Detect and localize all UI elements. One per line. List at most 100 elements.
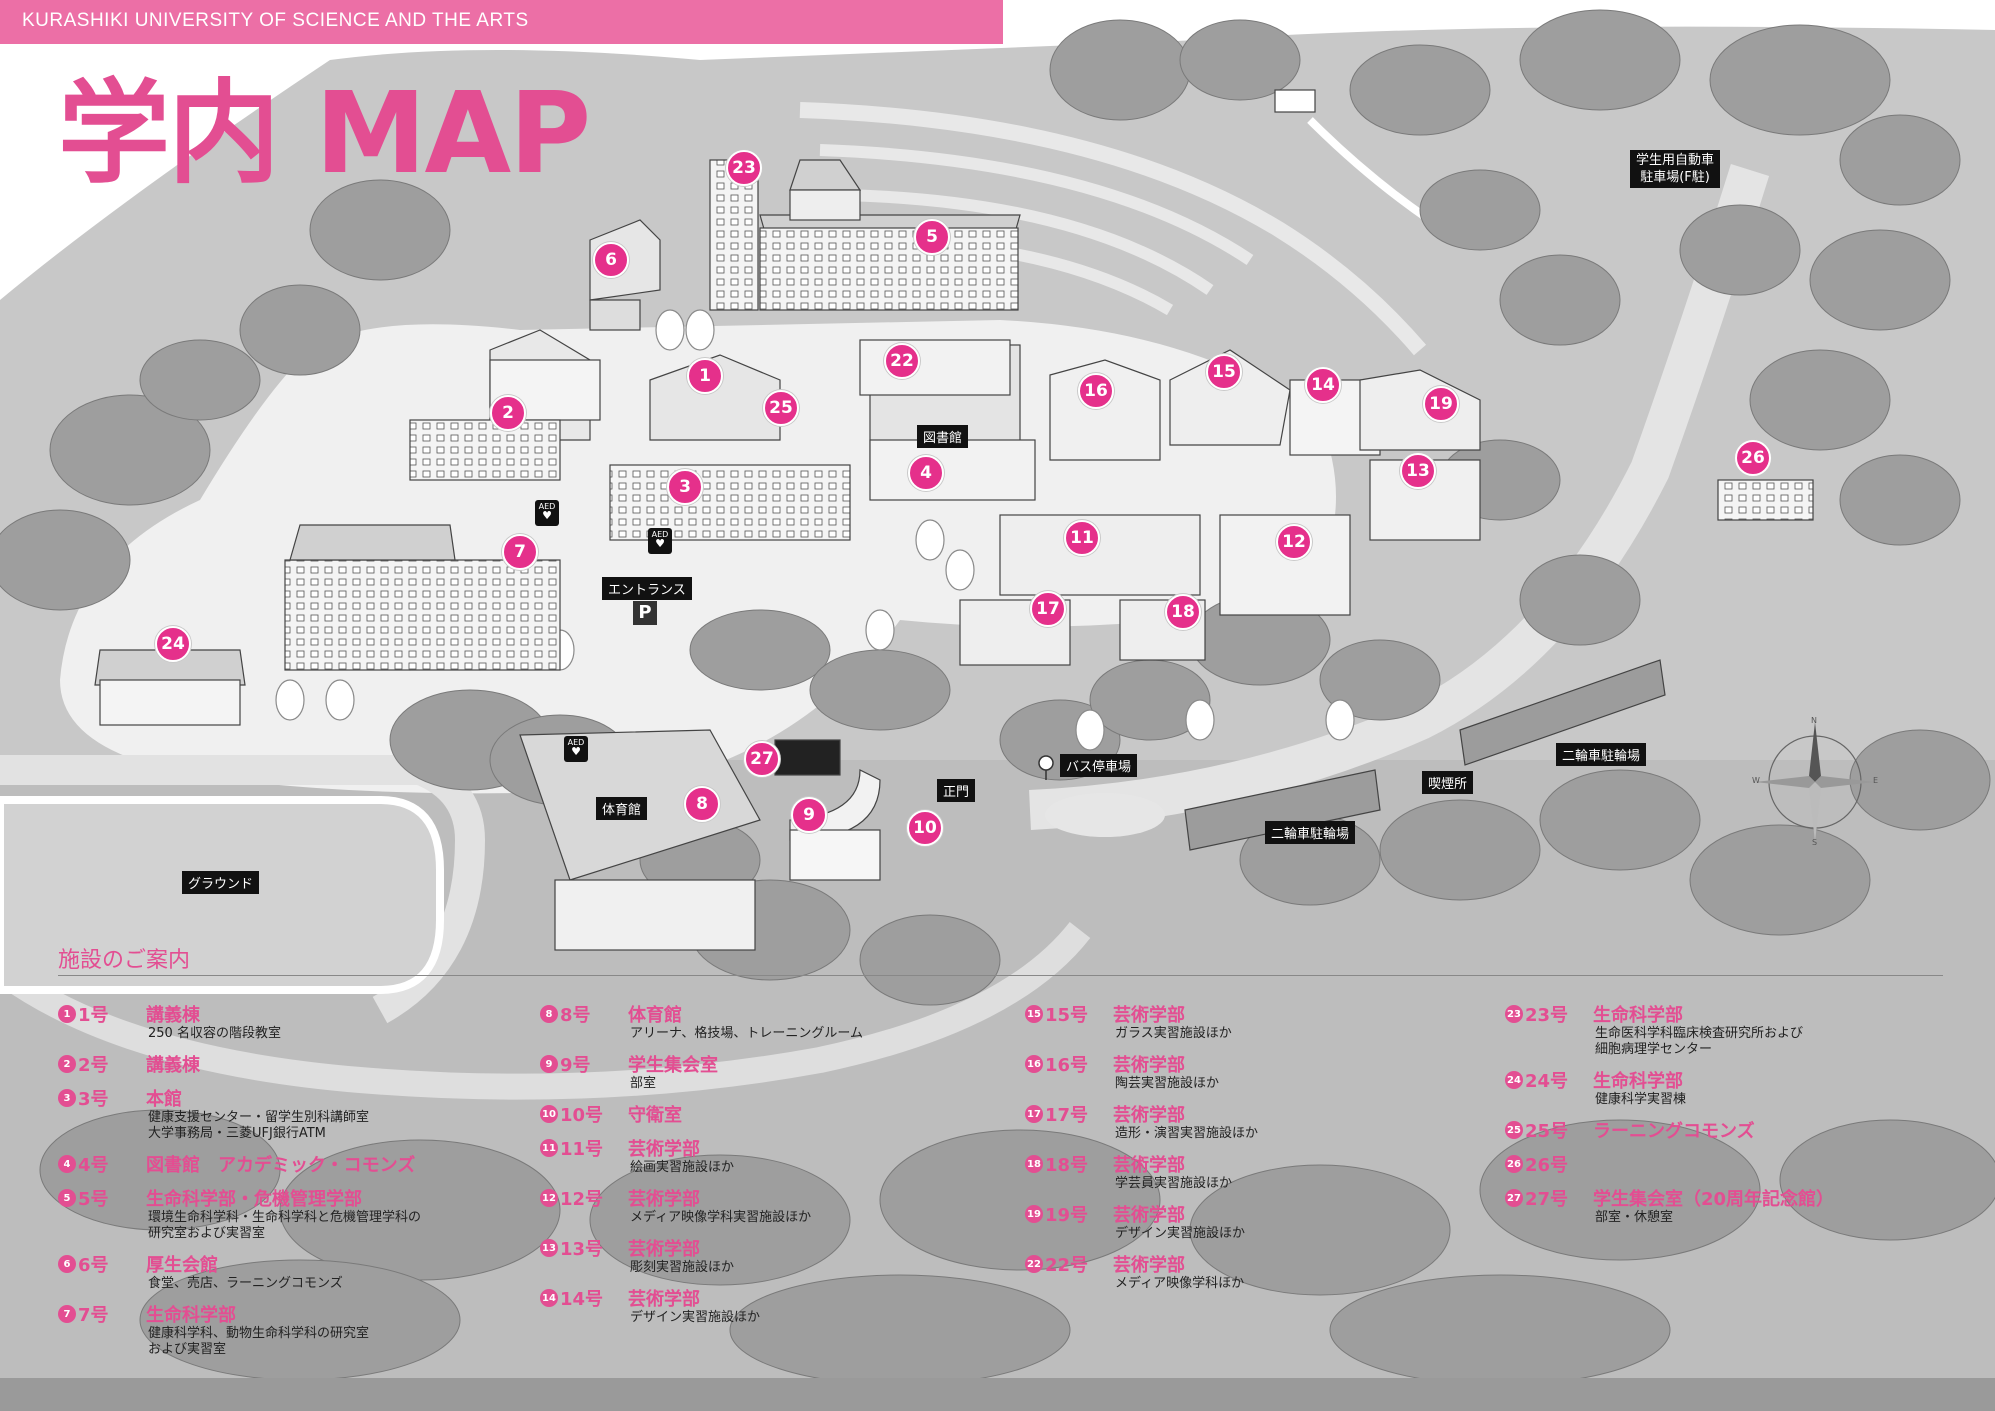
facility-name: 芸術学部 <box>628 1239 700 1260</box>
facility-number: 2号 <box>78 1055 109 1076</box>
facility-description: 陶芸実習施設ほか <box>1115 1076 1220 1091</box>
facility-name: 厚生会館 <box>146 1255 218 1276</box>
facility-number-badge: 24 <box>1505 1071 1523 1089</box>
facility-description: 造形・演習実習施設ほか <box>1115 1126 1259 1141</box>
compass-east: E <box>1873 776 1879 785</box>
building-marker-27[interactable]: 27 <box>744 741 780 777</box>
facility-description: メディア映像学科ほか <box>1115 1276 1245 1291</box>
building-marker-1[interactable]: 1 <box>687 358 723 394</box>
page-title: 学内 MAP <box>58 69 591 199</box>
building-marker-3[interactable]: 3 <box>667 469 703 505</box>
building-marker-6[interactable]: 6 <box>593 242 629 278</box>
facility-description: 健康科学実習棟 <box>1595 1092 1687 1107</box>
building-marker-8[interactable]: 8 <box>684 786 720 822</box>
facility-number: 4号 <box>78 1155 109 1176</box>
facility-number: 8号 <box>560 1005 591 1026</box>
bus-stop-label: バス停車場 <box>1060 754 1138 777</box>
building-marker-26[interactable]: 26 <box>1735 440 1771 476</box>
building-marker-11[interactable]: 11 <box>1064 520 1100 556</box>
facility-description: 生命医科学科臨床検査研究所および 細胞病理学センター <box>1595 1026 1804 1057</box>
facility-number-badge: 15 <box>1025 1005 1043 1023</box>
building-marker-14[interactable]: 14 <box>1305 367 1341 403</box>
facility-name: 芸術学部 <box>1113 1255 1185 1276</box>
facility-number-badge: 12 <box>540 1189 558 1207</box>
facility-number-badge: 27 <box>1505 1189 1523 1207</box>
facility-number-badge: 23 <box>1505 1005 1523 1023</box>
facility-number: 1号 <box>78 1005 109 1026</box>
building-marker-15[interactable]: 15 <box>1206 354 1242 390</box>
facility-number: 5号 <box>78 1189 109 1210</box>
facility-number: 25号 <box>1525 1121 1569 1142</box>
facility-name: 芸術学部 <box>628 1139 700 1160</box>
facility-description: 絵画実習施設ほか <box>630 1160 735 1175</box>
facility-name: 芸術学部 <box>1113 1105 1185 1126</box>
facility-name: 守衛室 <box>628 1105 682 1126</box>
facility-description: デザイン実習施設ほか <box>630 1310 761 1325</box>
bike-parking-label: 二輪車駐輪場 <box>1265 821 1356 844</box>
building-marker-17[interactable]: 17 <box>1030 591 1066 627</box>
divider <box>58 975 1943 976</box>
building-marker-18[interactable]: 18 <box>1165 594 1201 630</box>
building-marker-24[interactable]: 24 <box>155 626 191 662</box>
facility-description: 健康支援センター・留学生別科講師室 大学事務局・三菱UFJ銀行ATM <box>148 1110 370 1141</box>
facility-number: 9号 <box>560 1055 591 1076</box>
facility-number: 24号 <box>1525 1071 1569 1092</box>
facility-name: 体育館 <box>628 1005 682 1026</box>
building-marker-4[interactable]: 4 <box>908 455 944 491</box>
building-marker-22[interactable]: 22 <box>884 343 920 379</box>
building-marker-12[interactable]: 12 <box>1276 524 1312 560</box>
facility-number-badge: 1 <box>58 1005 76 1023</box>
facility-number-badge: 17 <box>1025 1105 1043 1123</box>
building-marker-9[interactable]: 9 <box>791 797 827 833</box>
building-marker-19[interactable]: 19 <box>1423 386 1459 422</box>
facility-name: 生命科学部 <box>146 1305 236 1326</box>
facility-name: 学生集会室（20周年記念館） <box>1593 1189 1835 1210</box>
building-marker-23[interactable]: 23 <box>726 150 762 186</box>
facility-description: メディア映像学科実習施設ほか <box>630 1210 812 1225</box>
building-marker-16[interactable]: 16 <box>1078 373 1114 409</box>
facility-number-badge: 13 <box>540 1239 558 1257</box>
compass-south: S <box>1812 838 1818 847</box>
facility-number: 18号 <box>1045 1155 1089 1176</box>
building-marker-2[interactable]: 2 <box>490 395 526 431</box>
facility-name: 生命科学部・危機管理学部 <box>146 1189 362 1210</box>
facility-name: 芸術学部 <box>1113 1155 1185 1176</box>
facility-name: 学生集会室 <box>628 1055 718 1076</box>
building-marker-25[interactable]: 25 <box>763 390 799 426</box>
facility-name: 本館 <box>146 1089 182 1110</box>
facility-name: 芸術学部 <box>628 1189 700 1210</box>
library-label: 図書館 <box>917 425 969 448</box>
aed-icon: AED♥ <box>564 736 588 762</box>
compass <box>1755 722 1875 842</box>
facility-number: 17号 <box>1045 1105 1089 1126</box>
gym-label: 体育館 <box>596 797 648 820</box>
building-marker-7[interactable]: 7 <box>502 534 538 570</box>
building-marker-10[interactable]: 10 <box>907 810 943 846</box>
building-marker-5[interactable]: 5 <box>914 219 950 255</box>
building-marker-13[interactable]: 13 <box>1400 453 1436 489</box>
